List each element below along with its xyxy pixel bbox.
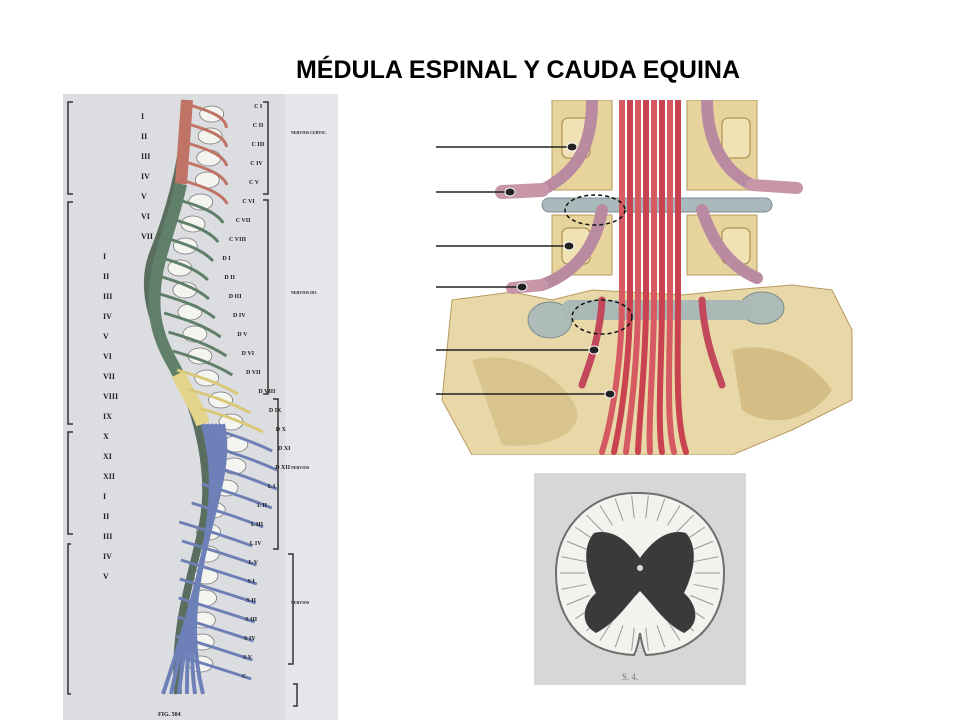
nerve-label: D IX: [269, 408, 282, 414]
side-label: NERVIOS DO.: [291, 290, 317, 295]
vertebra-label: III: [103, 292, 112, 301]
vertebra-label: XII: [103, 472, 115, 481]
nerve-label: L II: [257, 503, 268, 509]
vertebra-label: I: [103, 492, 106, 501]
vertebra-label: IX: [103, 412, 112, 421]
vertebra-label: II: [103, 512, 109, 521]
vertebra-label: VI: [103, 352, 112, 361]
vertebra-label: III: [103, 532, 112, 541]
nerve-label: D IV: [233, 313, 246, 319]
vertebra-label: IV: [103, 312, 112, 321]
nerve-label: D V: [237, 332, 248, 338]
nerve-label: S I: [248, 579, 256, 585]
side-label: NERVIOS: [291, 465, 310, 470]
nerve-label: D XII: [275, 465, 291, 471]
nerve-label: S II: [246, 598, 256, 604]
nerve-label: L III: [251, 522, 264, 528]
nerve-label: L I: [268, 484, 276, 490]
vertebra-label: X: [103, 432, 109, 441]
side-label: NERVIOS: [291, 600, 310, 605]
nerve-label: D II: [224, 275, 235, 281]
nerve-label: D XI: [278, 446, 291, 452]
nerve-label: C I: [254, 104, 263, 110]
vertebra-label: VII: [141, 232, 153, 241]
nerve-label: C IV: [250, 161, 263, 167]
nerve-label: S III: [245, 617, 258, 623]
nerve-label: L V: [249, 560, 259, 566]
vertebra-label: I: [141, 112, 144, 121]
vertebra-label: V: [103, 572, 109, 581]
vertebra-label: V: [103, 332, 109, 341]
nerve-label: C III: [252, 142, 266, 148]
spinal-cord-cross-section: S. 4.: [534, 473, 746, 685]
nerve-label: D VII: [246, 370, 261, 376]
vertebra-label: VI: [141, 212, 150, 221]
nerve-label: C VII: [236, 218, 251, 224]
nerve-label: C VIII: [229, 237, 247, 243]
figure-caption: FIG. 504: [158, 712, 181, 718]
vertebra-label: I: [103, 252, 106, 261]
section-caption: S. 4.: [622, 672, 638, 682]
nerve-label: L IV: [250, 541, 263, 547]
vertebra-label: VIII: [103, 392, 118, 401]
vertebra-label: IV: [103, 552, 112, 561]
nerve-label: D I: [222, 256, 231, 262]
vertebra-label: XI: [103, 452, 112, 461]
nerve-label: C II: [253, 123, 264, 129]
nerve-label: D III: [229, 294, 243, 300]
nerve-label: D VI: [242, 351, 255, 357]
vertebra-label: II: [141, 132, 147, 141]
slide-title: MÉDULA ESPINAL Y CAUDA EQUINA: [295, 56, 741, 84]
nerve-label: D X: [276, 427, 287, 433]
nerve-label: S V: [243, 655, 253, 661]
nerve-label: C V: [249, 180, 260, 186]
nerve-label: D VIII: [258, 389, 276, 395]
vertebra-label: V: [141, 192, 147, 201]
nerve-label: S IV: [244, 636, 256, 642]
vertebra-label: IV: [141, 172, 150, 181]
nerve-label: C VI: [242, 199, 255, 205]
vertebra-label: III: [141, 152, 150, 161]
cauda-equina-illustration: [432, 94, 862, 456]
vertebra-label: VII: [103, 372, 115, 381]
vertebra-label: II: [103, 272, 109, 281]
nerve-label: C: [242, 674, 246, 680]
side-label: NERVIOS CERVIC.: [291, 130, 327, 135]
